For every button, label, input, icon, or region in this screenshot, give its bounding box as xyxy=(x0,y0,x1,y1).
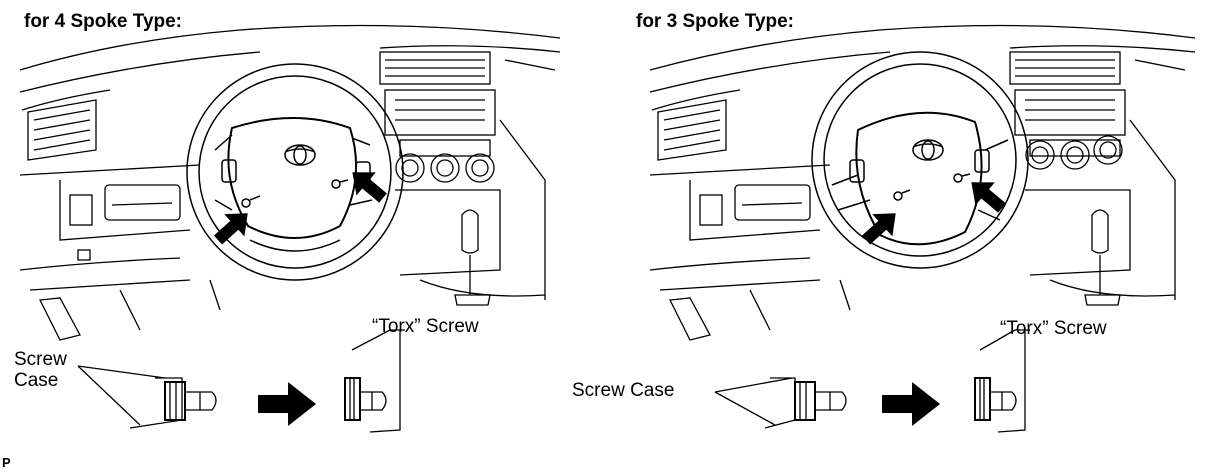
left-wheel-emblem xyxy=(284,144,316,166)
right-airbag-pad xyxy=(855,111,983,246)
right-dashboard-illustration xyxy=(649,24,1196,341)
right-pointer-arrows xyxy=(855,170,1012,252)
left-screw-left xyxy=(241,198,251,208)
climate-knob-1 xyxy=(395,153,425,183)
center-vent-top xyxy=(379,51,491,85)
left-screw-case-before xyxy=(164,381,186,421)
right-arrow-right xyxy=(961,170,1012,220)
left-switch-panel xyxy=(69,194,93,226)
figure-code: P xyxy=(2,455,11,470)
left-detail xyxy=(77,329,405,433)
right-panel-title: for 3 Spoke Type: xyxy=(636,11,795,32)
climate-knob-3 xyxy=(465,153,495,183)
right-detail xyxy=(714,329,1030,433)
right-arrow-lower-left xyxy=(855,202,906,252)
center-radio xyxy=(384,89,496,136)
right-air-vent xyxy=(657,99,727,161)
left-dashboard-illustration xyxy=(19,24,561,341)
right-radio xyxy=(1014,89,1126,136)
left-direction-arrow xyxy=(258,382,316,426)
shift-lever xyxy=(461,209,479,254)
right-steering-wheel xyxy=(811,51,1029,269)
left-air-vent xyxy=(27,99,97,161)
right-screw-left xyxy=(893,191,903,201)
right-screw-case-label: Screw Case xyxy=(572,380,675,401)
right-screw-right xyxy=(953,173,963,183)
left-screw-right xyxy=(331,179,341,189)
right-shift-lever xyxy=(1091,209,1109,254)
right-torx-screw-label: “Torx” Screw xyxy=(1000,318,1107,339)
left-screw-case-label: Screw Case xyxy=(14,349,67,391)
left-steering-wheel xyxy=(186,63,404,281)
pedal-left xyxy=(38,297,81,341)
left-panel-title: for 4 Spoke Type: xyxy=(24,11,183,32)
left-airbag-pad xyxy=(227,117,358,239)
right-wheel-emblem xyxy=(912,139,944,161)
right-direction-arrow xyxy=(882,382,940,426)
climate-knob-2 xyxy=(430,153,460,183)
left-torx-screw-label: “Torx” Screw xyxy=(372,316,479,337)
